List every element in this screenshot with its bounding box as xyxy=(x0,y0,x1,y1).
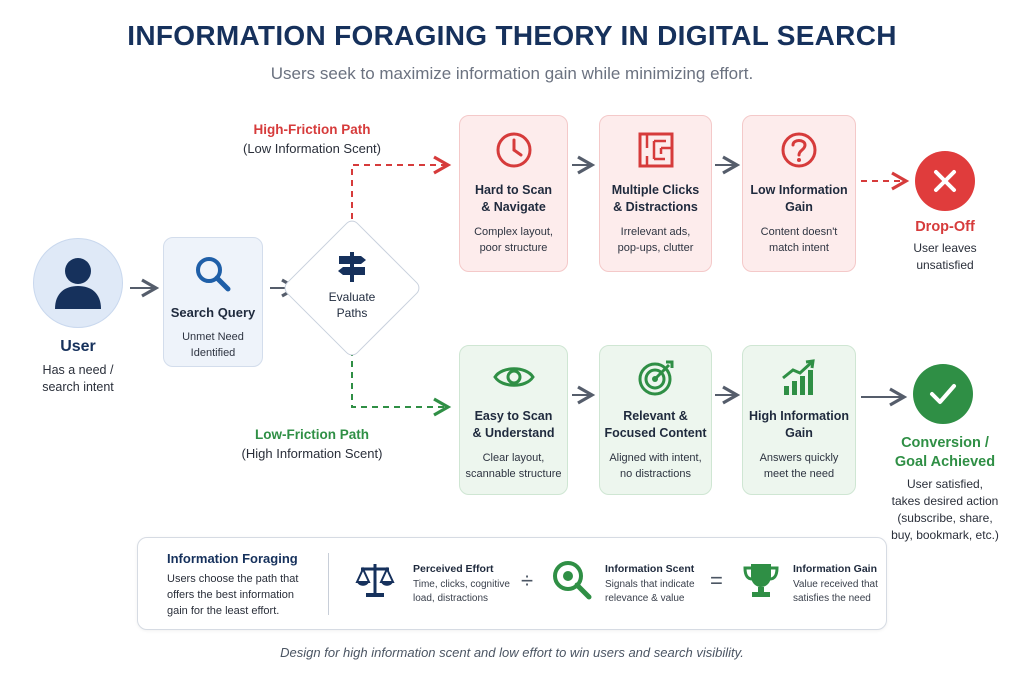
low-step-1: Easy to Scan& Understand Clear layout,sc… xyxy=(459,345,568,495)
arrow-low-friction xyxy=(351,350,452,417)
conversion-title: Conversion /Goal Achieved xyxy=(894,435,996,470)
scales-icon xyxy=(355,560,395,605)
low-friction-label: Low-Friction Path (High Information Scen… xyxy=(232,425,392,463)
dropoff-title: Drop-Off xyxy=(915,219,975,235)
high-step-1-title: Hard to Scan& Navigate xyxy=(474,183,553,214)
clock-icon xyxy=(496,132,531,168)
question-icon xyxy=(781,132,817,168)
high-friction-sub: (Low Information Scent) xyxy=(242,141,381,156)
user-avatar xyxy=(33,238,123,328)
conversion-desc: User satisfied, takes desired action (su… xyxy=(891,477,999,542)
page-title: INFORMATION FORAGING THEORY IN DIGITAL S… xyxy=(127,20,897,51)
panel-divider xyxy=(328,553,329,615)
maze-icon xyxy=(638,132,673,168)
panel-title: Information Foraging xyxy=(167,551,298,566)
divide-operator: ÷ xyxy=(521,568,534,593)
high-step-2: Multiple Clicks& Distractions Irrelevant… xyxy=(599,115,712,272)
target-icon xyxy=(638,360,673,396)
high-step-2-desc: Irrelevant ads,pop-ups, clutter xyxy=(617,226,694,254)
low-step-2: Relevant &Focused Content Aligned with i… xyxy=(599,345,712,495)
low-friction-sub: (High Information Scent) xyxy=(241,446,383,461)
high-step-1-desc: Complex layout,poor structure xyxy=(474,226,553,254)
evaluate-title: Evaluate Paths xyxy=(328,290,376,320)
high-step-2-title: Multiple Clicks& Distractions xyxy=(611,183,700,214)
signpost-icon xyxy=(338,252,366,282)
user-icon xyxy=(55,258,101,309)
user-label: User xyxy=(60,338,96,355)
low-step-1-title: Easy to Scan& Understand xyxy=(472,409,555,440)
search-query-desc: Unmet Need Identified xyxy=(182,331,244,359)
low-step-1-desc: Clear layout,scannable structure xyxy=(465,452,562,480)
info-foraging-panel: Information Foraging Users choose the pa… xyxy=(137,537,887,630)
low-friction-head: Low-Friction Path xyxy=(255,427,369,442)
high-friction-label: High-Friction Path (Low Information Scen… xyxy=(232,120,392,158)
metric-effort: Perceived Effort Time, clicks, cognitive… xyxy=(413,563,510,604)
conversion-circle xyxy=(913,364,973,424)
page-subtitle: Users seek to maximize information gain … xyxy=(270,64,754,83)
check-icon xyxy=(930,384,956,404)
arrow-high-friction xyxy=(351,155,452,230)
user-description: Has a need / search intent xyxy=(42,363,114,394)
high-friction-head: High-Friction Path xyxy=(253,122,371,137)
search-query-box: Search Query Unmet Need Identified xyxy=(163,237,263,367)
high-step-1: Hard to Scan& Navigate Complex layout,po… xyxy=(459,115,568,272)
low-step-2-title: Relevant &Focused Content xyxy=(604,409,707,440)
footer-note: Design for high information scent and lo… xyxy=(280,645,744,660)
growth-chart-icon xyxy=(782,359,815,395)
eye-icon xyxy=(492,367,535,387)
panel-intro: Information Foraging Users choose the pa… xyxy=(167,551,327,619)
low-step-2-desc: Aligned with intent,no distractions xyxy=(609,452,702,480)
trophy-icon xyxy=(741,560,781,605)
evaluate-content: Evaluate Paths xyxy=(302,250,402,321)
magnifier-icon xyxy=(550,558,594,607)
dropoff-circle xyxy=(915,151,975,211)
search-query-title: Search Query xyxy=(170,305,256,320)
search-icon xyxy=(196,257,231,292)
equals-operator: = xyxy=(710,568,723,593)
close-icon xyxy=(934,170,956,192)
